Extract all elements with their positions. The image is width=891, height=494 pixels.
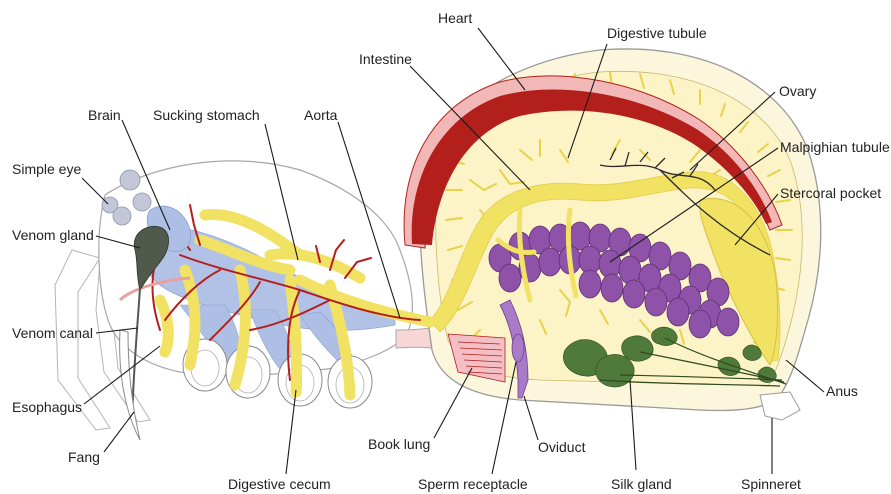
label-venom-gland: Venom gland [12, 227, 94, 243]
leader-fang [104, 412, 134, 452]
label-heart: Heart [438, 10, 472, 26]
leader-simple-eye [82, 178, 108, 204]
label-digestive-cecum: Digestive cecum [228, 476, 331, 492]
label-aorta: Aorta [304, 107, 338, 123]
sperm-receptacle-shape [512, 334, 524, 362]
label-intestine: Intestine [359, 51, 412, 67]
label-book-lung: Book lung [368, 436, 430, 452]
label-oviduct: Oviduct [538, 439, 586, 455]
label-sucking-stomach: Sucking stomach [153, 107, 260, 123]
label-sperm-receptacle: Sperm receptacle [418, 476, 528, 492]
label-digestive-tubule: Digestive tubule [607, 25, 707, 41]
label-brain: Brain [88, 107, 121, 123]
label-anus: Anus [826, 383, 858, 399]
label-spinneret: Spinneret [741, 476, 801, 492]
label-ovary: Ovary [779, 83, 816, 99]
label-venom-canal: Venom canal [12, 325, 93, 341]
label-malpighian-tubule: Malpighian tubule [780, 139, 890, 155]
label-fang: Fang [68, 449, 100, 465]
label-silk-gland: Silk gland [611, 476, 672, 492]
label-simple-eye: Simple eye [12, 161, 81, 177]
label-esophagus: Esophagus [12, 399, 82, 415]
label-stercoral-pocket: Stercoral pocket [780, 185, 881, 201]
spinneret-outline [760, 392, 800, 420]
leader-anus [786, 360, 824, 392]
leader-oviduct [524, 396, 538, 440]
